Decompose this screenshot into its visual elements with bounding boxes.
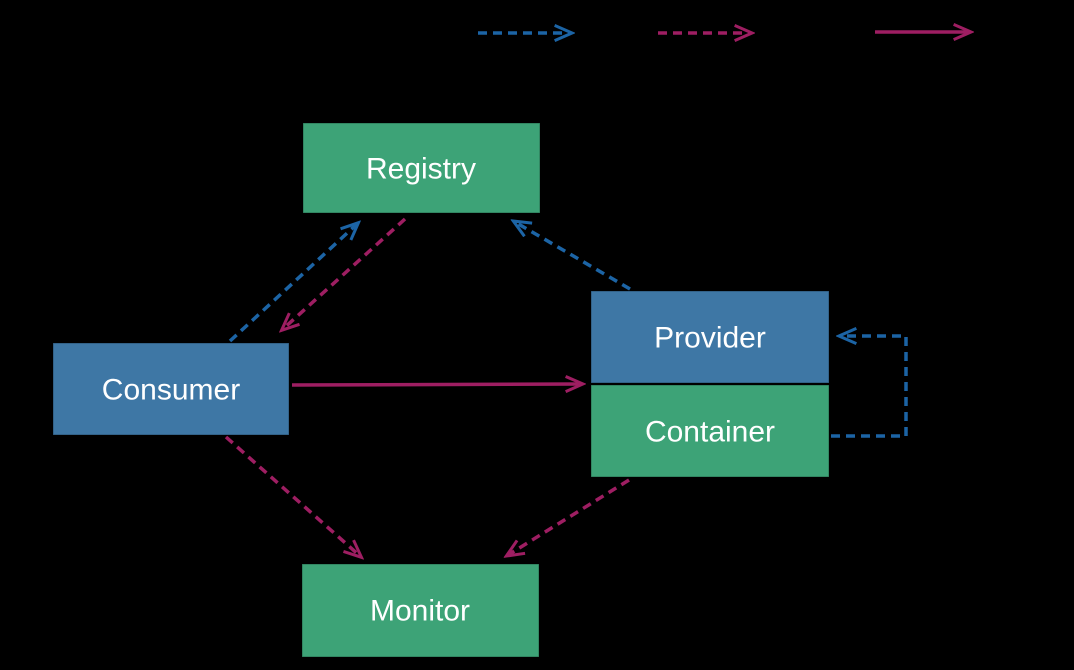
arrow-consumer-to-registry — [228, 224, 357, 343]
monitor-box — [301, 563, 540, 658]
arrow-container-to-provider-loop — [831, 336, 908, 438]
arrow-consumer-to-provider — [291, 384, 581, 385]
container-label: Container — [645, 416, 775, 449]
monitor-label: Monitor — [370, 595, 470, 628]
legend — [478, 32, 969, 33]
provider-box — [590, 290, 830, 384]
arrow-provider-to-registry — [515, 222, 631, 291]
consumer-label: Consumer — [102, 374, 240, 407]
arrow-consumer-to-monitor — [224, 435, 360, 556]
node-registry: Registry — [302, 122, 541, 214]
consumer-box — [52, 342, 290, 436]
provider-label: Provider — [654, 322, 766, 355]
container-box — [590, 384, 830, 478]
node-consumer: Consumer — [52, 342, 290, 436]
node-monitor: Monitor — [301, 563, 540, 658]
node-provider: Provider — [590, 290, 830, 384]
edges — [224, 217, 908, 556]
arrow-provider-to-monitor — [508, 478, 630, 555]
registry-label: Registry — [366, 153, 476, 186]
registry-box — [302, 122, 541, 214]
nodes: Registry Provider Container Consumer Mon… — [52, 122, 830, 658]
arrow-registry-to-consumer — [283, 217, 407, 329]
node-container: Container — [590, 384, 830, 478]
